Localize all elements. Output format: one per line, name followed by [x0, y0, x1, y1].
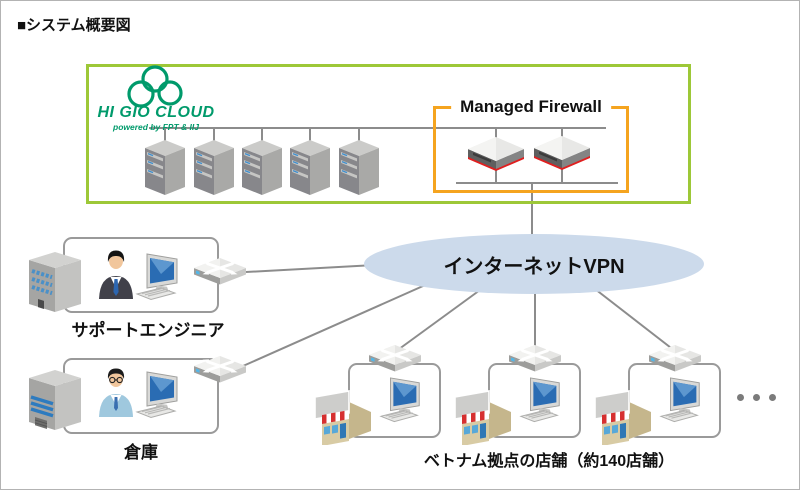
router-icon	[367, 344, 423, 378]
cloud-logo-icon	[124, 65, 188, 109]
server-icon	[240, 138, 284, 196]
vpn-label: インターネットVPN	[443, 255, 625, 278]
computer-icon	[659, 375, 705, 425]
more-stores-ellipsis	[769, 394, 776, 401]
server-icon	[288, 138, 332, 196]
more-stores-ellipsis	[737, 394, 744, 401]
computer-icon	[135, 369, 183, 421]
router-icon	[647, 344, 703, 378]
server-icon	[192, 138, 236, 196]
page-title: ■システム概要図	[17, 17, 131, 34]
cloud-brand-tagline: powered by FPT & IIJ	[113, 122, 199, 132]
firewall-zone-box: Managed Firewall	[433, 97, 629, 193]
worker-person-icon	[96, 365, 136, 417]
store-icon	[453, 389, 515, 445]
support-person-icon	[96, 247, 136, 299]
router-icon	[507, 344, 563, 378]
store-icon	[593, 389, 655, 445]
support-site-label: サポートエンジニア	[71, 321, 225, 340]
more-stores-ellipsis	[753, 394, 760, 401]
cloud-brand-name: HI GIO CLOUD	[97, 104, 215, 121]
computer-icon	[135, 251, 183, 303]
cloud-zone-box	[86, 64, 691, 204]
office-building-icon	[27, 249, 83, 315]
store-icon	[313, 389, 375, 445]
stores-label: ベトナム拠点の店舗（約140店舗）	[423, 453, 675, 470]
server-icon	[337, 138, 381, 196]
warehouse-building-icon	[27, 367, 83, 433]
router-icon	[192, 355, 248, 389]
firewall-device-icon	[466, 134, 526, 176]
router-icon	[192, 257, 248, 291]
server-icon	[143, 138, 187, 196]
computer-icon	[519, 375, 565, 425]
computer-icon	[379, 375, 425, 425]
firewall-label: Managed Firewall	[451, 97, 611, 117]
warehouse-site-box	[63, 358, 219, 434]
firewall-device-icon	[532, 133, 592, 175]
internet-vpn-cloud: インターネットVPN	[364, 234, 704, 294]
warehouse-site-label: 倉庫	[124, 443, 158, 462]
